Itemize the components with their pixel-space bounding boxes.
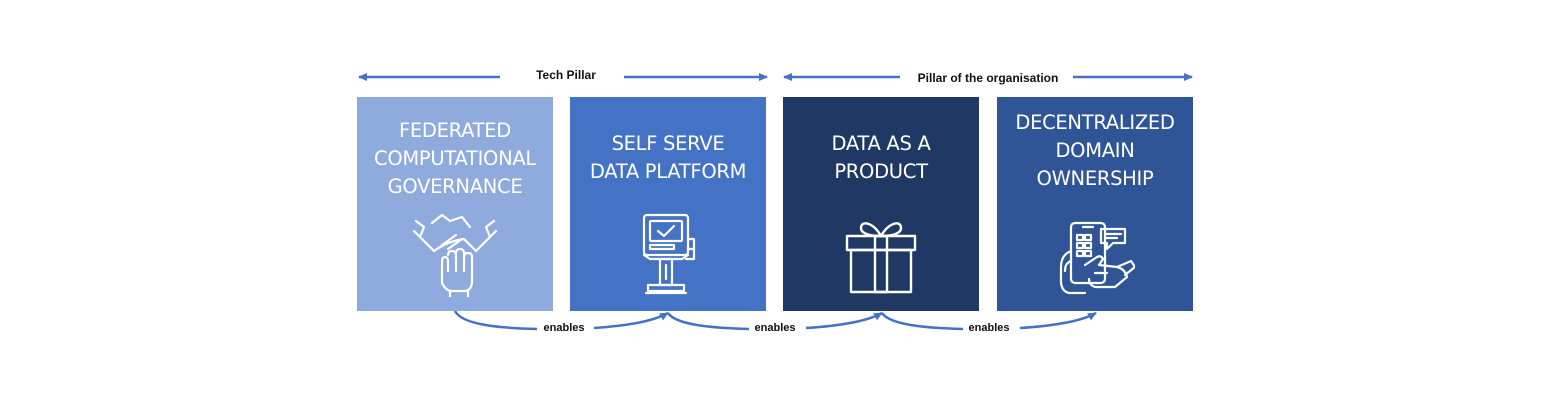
card-self-serve-platform: SELF SERVE DATA PLATFORM	[570, 97, 766, 311]
card-federated-governance: FEDERATED COMPUTATIONAL GOVERNANCE	[357, 97, 553, 311]
org-pillar-label: Pillar of the organisation	[917, 71, 1059, 85]
card-title-line: COMPUTATIONAL	[374, 147, 536, 170]
enables-arrow-2	[666, 312, 750, 331]
enables-arrow-3	[880, 312, 964, 331]
card-title-line: PRODUCT	[834, 160, 928, 183]
enables-arrow-1-head	[593, 311, 669, 330]
card-title-line: DOMAIN	[1055, 139, 1135, 162]
card-title-line: FEDERATED	[398, 119, 511, 142]
card-title-line: OWNERSHIP	[1036, 167, 1154, 190]
card-title-line: DATA PLATFORM	[589, 160, 747, 183]
card-title-line: GOVERNANCE	[387, 175, 523, 198]
kiosk-terminal-icon	[642, 213, 696, 295]
enables-label-1: enables	[543, 322, 585, 334]
enables-arrow-3-head	[1019, 311, 1097, 330]
hands-together-icon	[412, 213, 498, 297]
card-title: SELF SERVE DATA PLATFORM	[570, 130, 766, 186]
card-title-line: DECENTRALIZED	[1015, 111, 1175, 134]
enables-label-3: enables	[968, 322, 1010, 334]
enables-arrow-2-head	[805, 311, 883, 330]
card-data-as-product: DATA AS A PRODUCT	[783, 97, 979, 311]
enables-label-2: enables	[754, 322, 796, 334]
card-title: DATA AS A PRODUCT	[783, 130, 979, 186]
gift-box-icon	[845, 222, 917, 294]
card-title: FEDERATED COMPUTATIONAL GOVERNANCE	[357, 117, 553, 201]
card-title: DECENTRALIZED DOMAIN OWNERSHIP	[997, 109, 1193, 193]
card-title-line: DATA AS A	[831, 132, 931, 155]
card-title-line: SELF SERVE	[611, 132, 725, 155]
card-decentralized-ownership: DECENTRALIZED DOMAIN OWNERSHIP	[997, 97, 1193, 311]
tech-pillar-label: Tech Pillar	[536, 68, 596, 82]
hand-holding-phone-icon	[1059, 221, 1135, 295]
enables-arrow-1	[453, 310, 538, 331]
